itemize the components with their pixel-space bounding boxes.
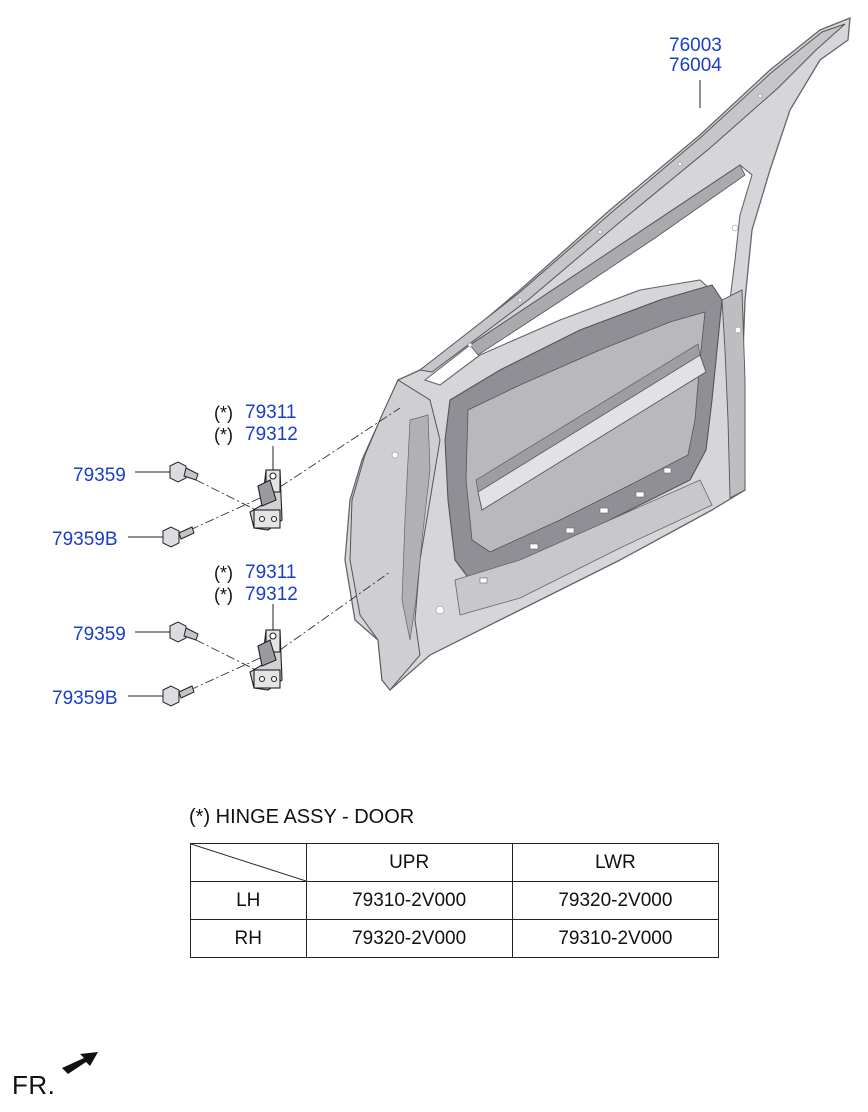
table-cell-lwr: 79320-2V000	[511, 881, 720, 920]
bolt-upper-a	[169, 461, 199, 483]
table-cell-side: LH	[190, 881, 307, 920]
table-cell-lwr: 79310-2V000	[511, 919, 720, 958]
front-direction-label: FR.	[12, 1070, 56, 1100]
hinge-marker: (*)	[214, 403, 233, 423]
leader-lines	[128, 80, 701, 697]
table-header-row: UPR LWR	[190, 843, 720, 882]
bolt-lower-a	[169, 621, 199, 643]
table-row: LH 79310-2V000 79320-2V000	[190, 881, 720, 920]
part-label-76004[interactable]: 76004	[669, 55, 722, 76]
upper-hinge	[249, 469, 283, 531]
bolt-upper-b	[162, 526, 195, 548]
hinge-marker: (*)	[214, 585, 233, 605]
part-label-79359-upper[interactable]: 79359	[73, 465, 126, 486]
table-cell-upr: 79320-2V000	[305, 919, 513, 958]
table-cell-upr: 79310-2V000	[305, 881, 513, 920]
bolt-lower-b	[162, 685, 195, 707]
diagonal-line	[191, 844, 306, 881]
hinge-note: (*) HINGE ASSY - DOOR	[189, 806, 415, 828]
table-cell-side: RH	[190, 919, 307, 958]
hinge-table: UPR LWR LH 79310-2V000 79320-2V000 RH 79…	[190, 843, 720, 958]
door-panel	[344, 17, 851, 691]
part-label-79359-lower[interactable]: 79359	[73, 624, 126, 645]
part-label-79311-upper[interactable]: 79311	[245, 402, 297, 423]
table-header-lwr: LWR	[511, 843, 720, 882]
part-label-79311-lower[interactable]: 79311	[245, 562, 297, 583]
table-corner-cell	[190, 843, 307, 882]
part-label-79359b-lower[interactable]: 79359B	[52, 688, 118, 709]
part-label-79312-lower[interactable]: 79312	[245, 584, 298, 605]
lower-hinge	[249, 629, 283, 691]
alignment-lines	[189, 407, 401, 691]
part-label-76003[interactable]: 76003	[669, 35, 722, 56]
table-header-upr: UPR	[305, 843, 513, 882]
part-label-79359b-upper[interactable]: 79359B	[52, 529, 118, 550]
table-row: RH 79320-2V000 79310-2V000	[190, 919, 720, 958]
hinge-marker: (*)	[214, 563, 233, 583]
front-arrow-icon	[62, 1052, 98, 1074]
part-label-79312-upper[interactable]: 79312	[245, 424, 298, 445]
hinge-marker: (*)	[214, 425, 233, 445]
